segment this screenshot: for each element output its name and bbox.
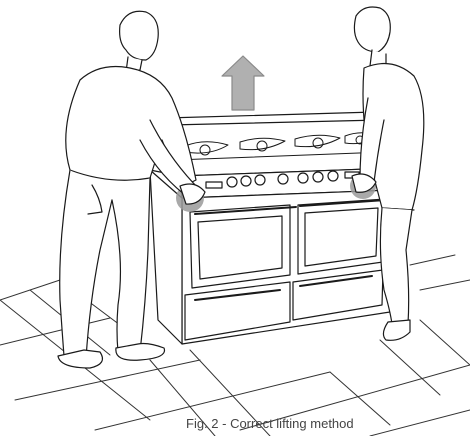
figure-caption: Fig. 2 - Correct lifting method xyxy=(186,416,470,436)
lift-arrow-icon xyxy=(222,56,264,110)
